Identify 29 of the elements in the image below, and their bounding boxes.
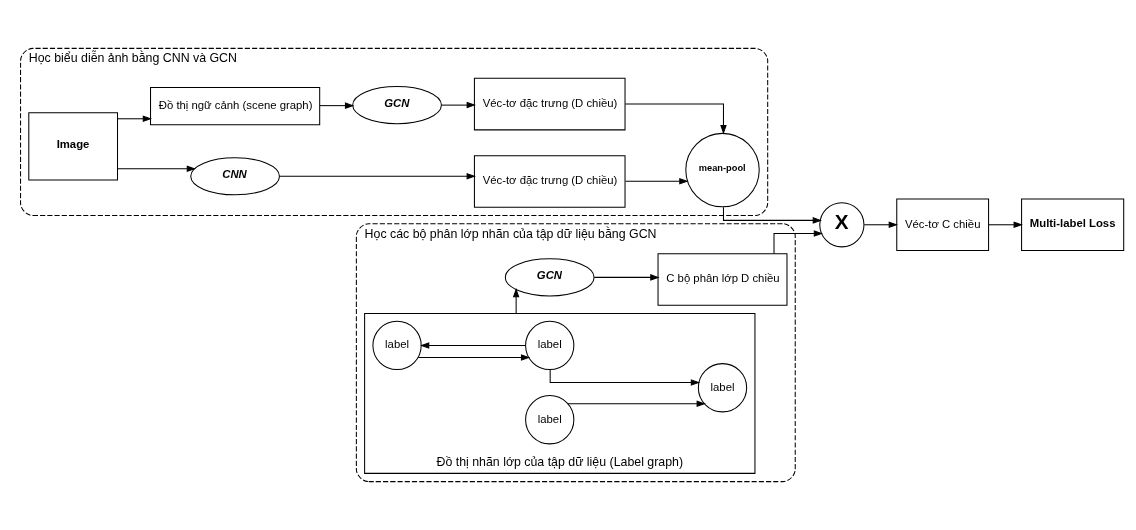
arrow [988, 221, 1023, 229]
arrow [117, 115, 153, 123]
node-ellipse: CNN [190, 157, 280, 196]
node-box: Multi-label Loss [1021, 198, 1125, 252]
node-box: C bộ phân lớp D chiều [657, 253, 788, 306]
node-circle: mean-pool [685, 132, 760, 208]
node-circle: label [372, 320, 422, 371]
arrow [863, 221, 898, 229]
arrow [319, 102, 355, 109]
node-ellipse: GCN [352, 86, 442, 125]
arrow [279, 173, 476, 180]
arrow [567, 400, 706, 407]
node-circle: label [525, 320, 575, 371]
node-box: Véc-tơ đặc trưng (D chiều) [473, 155, 626, 208]
node-circle: X [819, 202, 865, 248]
arrow [441, 101, 476, 109]
arrow [117, 165, 196, 173]
arrow [417, 354, 531, 361]
node-box: Image [28, 112, 119, 181]
arrow [624, 103, 727, 135]
node-box: Véc-tơ C chiều [896, 198, 990, 252]
arrow [419, 342, 526, 349]
arrow [512, 287, 520, 314]
arrow [773, 230, 824, 255]
arrow [593, 274, 660, 281]
node-circle: label [525, 395, 575, 445]
node-box: Véc-tơ đặc trưng (D chiều) [473, 77, 626, 131]
node-box: Đồ thị ngữ cảnh (scene graph) [150, 87, 321, 126]
arrow [625, 178, 689, 185]
